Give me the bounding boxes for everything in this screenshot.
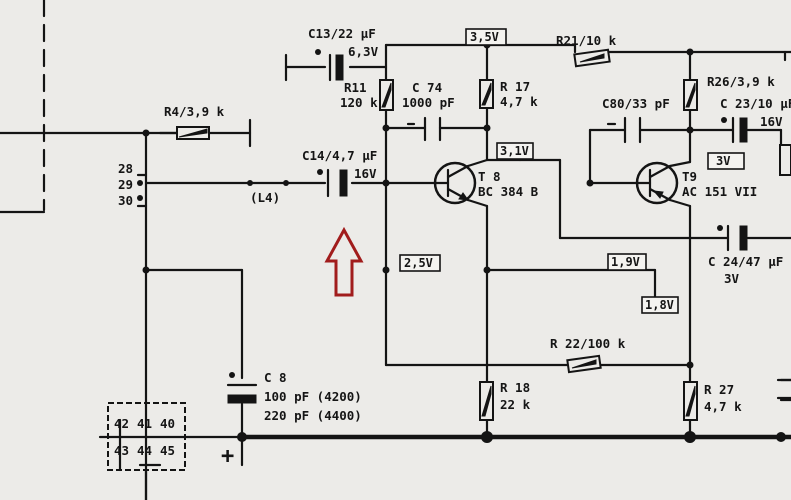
- terminal-l4: (L4): [250, 190, 280, 205]
- junction-dots: [142, 41, 786, 443]
- svg-text:3,5V: 3,5V: [470, 30, 499, 44]
- voltage-3-1v: 3,1V: [496, 142, 534, 160]
- t9-label: T9: [682, 169, 697, 184]
- plus-marker: +: [221, 444, 234, 469]
- r21-label: R21/10 k: [556, 33, 617, 48]
- c8-capacitor: [226, 372, 258, 404]
- r18-value: 22 k: [500, 397, 531, 412]
- r17-value: 4,7 k: [500, 94, 538, 109]
- terminal-30: 30: [118, 193, 133, 208]
- svg-text:1,8V: 1,8V: [645, 298, 674, 312]
- r21-resistor: [573, 48, 611, 68]
- r17-label: R 17: [500, 79, 530, 94]
- board-edge-dashed: [0, 0, 46, 214]
- c13-label: C13/22 µF: [308, 26, 376, 41]
- r18-label: R 18: [500, 380, 530, 395]
- switch-pin-44: 44: [137, 443, 152, 458]
- t8-type: BC 384 B: [478, 184, 539, 199]
- c14-capacitor: [317, 168, 348, 198]
- c8-value-1: 100 pF (4200): [264, 389, 362, 404]
- c13-capacitor: [284, 49, 344, 82]
- r26-resistor: [683, 79, 698, 111]
- c23-label: C 23/10 µF: [720, 96, 791, 111]
- r11-label: R11: [344, 80, 367, 95]
- r22-label: R 22/100 k: [550, 336, 626, 351]
- r27-value: 4,7 k: [704, 399, 742, 414]
- voltage-2-5v: 2,5V: [399, 254, 441, 272]
- voltage-1-8v: 1,8V: [641, 296, 679, 314]
- switch-pin-40: 40: [160, 416, 175, 431]
- t8-transistor: [433, 158, 489, 208]
- t8-label: T 8: [478, 169, 501, 184]
- red-up-arrow-icon: [324, 226, 364, 297]
- switch-pin-41: 41: [137, 416, 152, 431]
- r18-resistor: [479, 381, 494, 421]
- c14-label: C14/4,7 µF: [302, 148, 377, 163]
- t9-type: AC 151 VII: [682, 184, 757, 199]
- r4-resistor: [158, 118, 252, 148]
- r27-resistor: [683, 381, 698, 421]
- r17-resistor: [479, 79, 494, 109]
- switch-pin-43: 43: [114, 443, 129, 458]
- svg-text:2,5V: 2,5V: [404, 256, 433, 270]
- voltage-3v: 3V: [707, 152, 745, 170]
- svg-text:3V: 3V: [716, 154, 730, 168]
- terminal-29: 29: [118, 177, 133, 192]
- voltage-3-5v: 3,5V: [465, 28, 507, 46]
- r11-value: 120 k: [340, 95, 378, 110]
- c13-voltage: 6,3V: [348, 44, 379, 59]
- r11-resistor: [379, 79, 394, 111]
- terminal-28: 28: [118, 161, 133, 176]
- c74-value: 1000 pF: [402, 95, 455, 110]
- switch-pin-45: 45: [160, 443, 175, 458]
- r27-label: R 27: [704, 382, 734, 397]
- terminal-block-28-30: [136, 173, 148, 208]
- r22-resistor: [566, 354, 602, 374]
- c24-capacitor: [717, 224, 748, 252]
- r26-label: R26/3,9 k: [707, 74, 775, 89]
- c74-capacitor: [406, 116, 442, 142]
- wires: [0, 43, 791, 500]
- c80-capacitor: [606, 116, 642, 144]
- c8-label: C 8: [264, 370, 287, 385]
- c23-capacitor: [721, 116, 748, 144]
- c24-voltage: 3V: [724, 271, 740, 286]
- switch-pin-42: 42: [114, 416, 129, 431]
- t9-transistor: [635, 160, 692, 208]
- c74-label: C 74: [412, 80, 442, 95]
- c24-label: C 24/47 µF: [708, 254, 783, 269]
- c8-value-2: 220 pF (4400): [264, 408, 362, 423]
- voltage-1-9v: 1,9V: [607, 253, 647, 271]
- right-edge-parts: [776, 50, 791, 400]
- r4-label: R4/3,9 k: [164, 104, 225, 119]
- svg-text:1,9V: 1,9V: [611, 255, 640, 269]
- switch-block: [106, 402, 187, 471]
- c23-voltage: 16V: [760, 114, 783, 129]
- c14-voltage: 16V: [354, 166, 377, 181]
- svg-text:3,1V: 3,1V: [500, 144, 529, 158]
- c80-label: C80/33 pF: [602, 96, 670, 111]
